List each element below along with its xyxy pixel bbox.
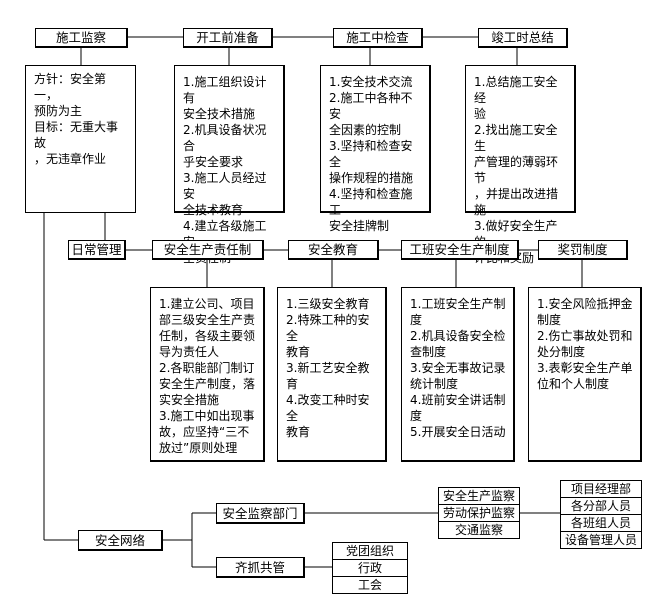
text-line: 产管理的薄弱环节 <box>474 155 559 185</box>
text-line: 任制，各级主要领 <box>159 329 256 343</box>
text-line: 教育 <box>286 345 311 359</box>
dept-item: 安全生产监察 <box>439 488 519 505</box>
daily-body-shift-system: 1.工班安全生产制 度 2.机具设备安全检 查制度 3.安全无事故记录 统计制度… <box>401 287 515 462</box>
phase-body-inspection: 1.安全技术交流 2.施工中各种不安 全因素的控制 3.坚持和检查安全 操作规程… <box>320 65 431 233</box>
phase-header-preparation: 开工前准备 <box>183 28 273 48</box>
text-line: 1.建立公司、项目 <box>159 297 255 311</box>
text-line: 教育 <box>286 425 311 439</box>
text-line: 3.施工人员经过安 <box>183 171 267 201</box>
joint-management-label: 齐抓共管 <box>216 557 305 578</box>
supervision-dept-list: 安全生产监察 劳动保护监察 交通监察 <box>438 487 520 539</box>
text-line: 操作规程的措施 <box>329 171 414 185</box>
org-item: 行政 <box>333 560 407 577</box>
org-item: 党团组织 <box>333 543 407 560</box>
daily-body-rewards: 1.安全风险抵押金 制度 2.伤亡事故处罚和 处分制度 3.表彰安全生产单 位和… <box>528 287 642 462</box>
dept-item: 交通监察 <box>454 523 503 537</box>
text-line: 全因素的控制 <box>329 123 402 137</box>
phase-body-preparation: 1.施工组织设计有 安全技术措施 2.机具设备状况合 乎安全要求 3.施工人员经… <box>174 65 285 265</box>
text-line: 5.开展安全日活动 <box>410 425 506 439</box>
text-line: 1.安全风险抵押金 <box>537 297 633 311</box>
text-line: 4.改变工种时安全 <box>286 393 370 423</box>
text-line: 部三级安全生产责 <box>159 313 256 327</box>
text-line: 1.安全技术交流 <box>329 75 413 89</box>
text-line: 2.施工中各种不安 <box>329 91 413 121</box>
personnel-item: 各班组人员 <box>561 515 641 532</box>
text-line: 2.机具设备状况合 <box>183 123 267 153</box>
text-line: 故，应坚持“三不 <box>159 425 250 439</box>
text-line: 3.施工中如出现事 <box>159 409 255 423</box>
text-line: 3.表彰安全生产单 <box>537 361 633 375</box>
dept-item: 劳动保护监察 <box>439 505 519 522</box>
text-line: 1.总结施工安全经 <box>474 75 558 105</box>
text-line: 预防为主 <box>34 104 83 118</box>
text-line: 3.新工艺安全教育 <box>286 361 370 391</box>
text-line: 位和个人制度 <box>537 377 610 391</box>
text-line: 导为责任人 <box>159 345 220 359</box>
text-line: 度 <box>410 313 423 327</box>
text-line: ，并提出改进措施 <box>474 187 559 217</box>
text-line: 验 <box>474 107 487 121</box>
phase-body-completion: 1.总结施工安全经 验 2.找出施工安全生 产管理的薄弱环节 ，并提出改进措施 … <box>465 65 576 265</box>
text-line: 2.机具设备安全检 <box>410 329 506 343</box>
text-line: 2.伤亡事故处罚和 <box>537 329 633 343</box>
text-line: 1.工班安全生产制 <box>410 297 506 311</box>
text-line: 方针：安全第一， <box>34 72 107 102</box>
text-line: 2.找出施工安全生 <box>474 123 558 153</box>
daily-management-label: 日常管理 <box>68 240 126 260</box>
text-line: 4.班前安全讲话制 <box>410 393 506 407</box>
joint-org-list: 党团组织 行政 工会 <box>332 542 408 594</box>
text-line: 实安全措施 <box>159 393 220 407</box>
daily-header-responsibility: 安全生产责任制 <box>152 240 264 260</box>
phase-body-supervision: 方针：安全第一， 预防为主 目标：无重大事故 ，无违章作业 <box>25 65 136 213</box>
text-line: 安全技术措施 <box>183 107 256 121</box>
text-line: 2.各职能部门制订 <box>159 361 255 375</box>
org-item: 工会 <box>357 578 382 592</box>
phase-header-supervision: 施工监察 <box>35 28 128 48</box>
daily-body-education: 1.三级安全教育 2.特殊工种的安全 教育 3.新工艺安全教育 4.改变工种时安… <box>277 287 387 462</box>
text-line: 制度 <box>537 313 562 327</box>
text-line: 查制度 <box>410 345 447 359</box>
text-line: 4.坚持和检查施工 <box>329 187 413 217</box>
text-line: 全技术教育 <box>183 203 244 217</box>
text-line: 统计制度 <box>410 377 459 391</box>
supervision-dept-label: 安全监察部门 <box>216 503 305 524</box>
safety-network-label: 安全网络 <box>78 530 163 551</box>
daily-header-rewards: 奖罚制度 <box>538 240 628 260</box>
personnel-item: 设备管理人员 <box>564 533 637 547</box>
personnel-item: 各分部人员 <box>561 498 641 515</box>
text-line: 3.坚持和检查安全 <box>329 139 413 169</box>
text-line: 安全生产制度，落 <box>159 377 256 391</box>
text-line: 1.三级安全教育 <box>286 297 370 311</box>
daily-body-responsibility: 1.建立公司、项目 部三级安全生产责 任制，各级主要领 导为责任人 2.各职能部… <box>150 287 265 462</box>
daily-header-shift-system: 工班安全生产制度 <box>401 240 519 260</box>
phase-header-completion: 竣工时总结 <box>478 28 568 48</box>
text-line: 目标：无重大事故 <box>34 120 119 150</box>
text-line: ，无违章作业 <box>34 152 107 166</box>
text-line: 3.安全无事故记录 <box>410 361 506 375</box>
text-line: 安全挂牌制 <box>329 219 390 233</box>
daily-header-education: 安全教育 <box>288 240 379 260</box>
personnel-list: 项目经理部 各分部人员 各班组人员 设备管理人员 <box>560 480 642 549</box>
phase-header-inspection: 施工中检查 <box>333 28 423 48</box>
text-line: 度 <box>410 409 423 423</box>
text-line: 处分制度 <box>537 345 586 359</box>
text-line: 放过”原则处理 <box>159 441 238 455</box>
text-line: 2.特殊工种的安全 <box>286 313 370 343</box>
text-line: 乎安全要求 <box>183 155 244 169</box>
personnel-item: 项目经理部 <box>561 481 641 498</box>
text-line: 1.施工组织设计有 <box>183 75 267 105</box>
